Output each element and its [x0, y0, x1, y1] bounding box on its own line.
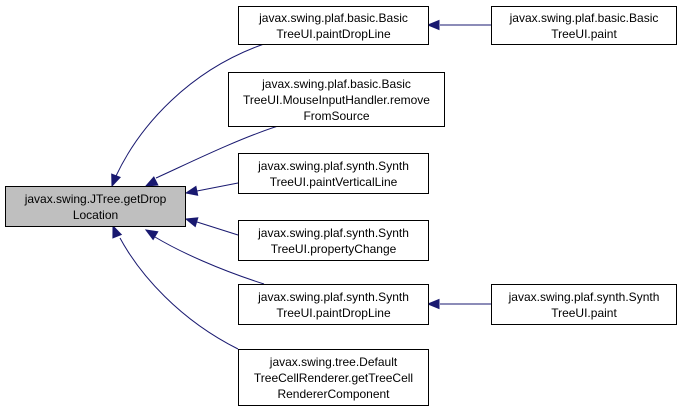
node-tree-cell-renderer-text: javax.swing.tree.Default TreeCellRendere… [253, 354, 414, 401]
arrowhead-basic-paint-to-basic-paintDropLine [426, 19, 440, 31]
node-box-root[interactable] [5, 186, 186, 227]
node-box-basic-paint[interactable] [491, 6, 677, 45]
node-box-synth-propertyChange[interactable] [238, 220, 429, 261]
node-basic-paint-drop-line-text: javax.swing.plaf.basic.Basic TreeUI.pain… [259, 10, 408, 41]
node-box-synth-paintDropLine[interactable] [238, 284, 429, 325]
node-basic-paint-text: javax.swing.plaf.basic.Basic TreeUI.pain… [509, 10, 659, 41]
arrowhead-tree-renderer-to-root [112, 224, 123, 239]
node-synth-paint-vertical-line-label[interactable]: javax.swing.plaf.synth.Synth TreeUI.pain… [238, 153, 429, 194]
node-synth-paint-drop-line-label[interactable]: javax.swing.plaf.synth.Synth TreeUI.pain… [238, 284, 429, 325]
node-box-tree-renderer[interactable] [238, 349, 429, 406]
arrowhead-synth-paint-to-synth-paintDropLine [426, 298, 440, 310]
node-basic-paint-label[interactable]: javax.swing.plaf.basic.Basic TreeUI.pain… [491, 6, 677, 45]
node-synth-paint-text: javax.swing.plaf.synth.Synth TreeUI.pain… [508, 289, 660, 320]
arrowhead-basic-mouseInput-to-root [144, 176, 159, 187]
node-synth-property-change-text: javax.swing.plaf.synth.Synth TreeUI.prop… [258, 225, 409, 256]
node-box-synth-paintVerticalLine[interactable] [238, 153, 429, 194]
node-root-text: javax.swing.JTree.getDrop Location [24, 191, 167, 222]
node-tree-cell-renderer-label[interactable]: javax.swing.tree.Default TreeCellRendere… [238, 349, 429, 406]
node-basic-mouse-input-handler-text: javax.swing.plaf.basic.Basic TreeUI.Mous… [243, 76, 430, 123]
node-synth-paint-drop-line-text: javax.swing.plaf.synth.Synth TreeUI.pain… [258, 289, 409, 320]
node-synth-property-change-label[interactable]: javax.swing.plaf.synth.Synth TreeUI.prop… [238, 220, 429, 261]
node-basic-paint-drop-line-label[interactable]: javax.swing.plaf.basic.Basic TreeUI.pain… [238, 6, 429, 45]
edge-basic-mouseInput-to-root [155, 125, 279, 179]
edge-synth-propertyChange-to-root [196, 221, 239, 236]
node-box-synth-paint[interactable] [491, 284, 677, 325]
edge-basic-paintDropLine-to-root [115, 43, 265, 177]
arrowhead-basic-paintDropLine-to-root [111, 173, 121, 188]
node-synth-paint-label[interactable]: javax.swing.plaf.synth.Synth TreeUI.pain… [491, 284, 677, 325]
arrowhead-synth-paintDropLine-to-root [144, 229, 159, 241]
arrowhead-synth-propertyChange-to-root [184, 217, 199, 228]
edge-synth-paintDropLine-to-root [154, 236, 265, 285]
node-basic-mouse-input-handler-label[interactable]: javax.swing.plaf.basic.Basic TreeUI.Mous… [228, 72, 445, 127]
arrowhead-synth-paintVerticalLine-to-root [184, 185, 199, 196]
node-box-basic-mouseInput[interactable] [228, 72, 445, 127]
node-synth-paint-vertical-line-text: javax.swing.plaf.synth.Synth TreeUI.pain… [258, 158, 409, 189]
edge-tree-renderer-to-root [119, 237, 239, 350]
node-root-label[interactable]: javax.swing.JTree.getDrop Location [5, 186, 186, 227]
edge-synth-paintVerticalLine-to-root [196, 182, 239, 192]
node-box-basic-paintDropLine[interactable] [238, 6, 429, 45]
